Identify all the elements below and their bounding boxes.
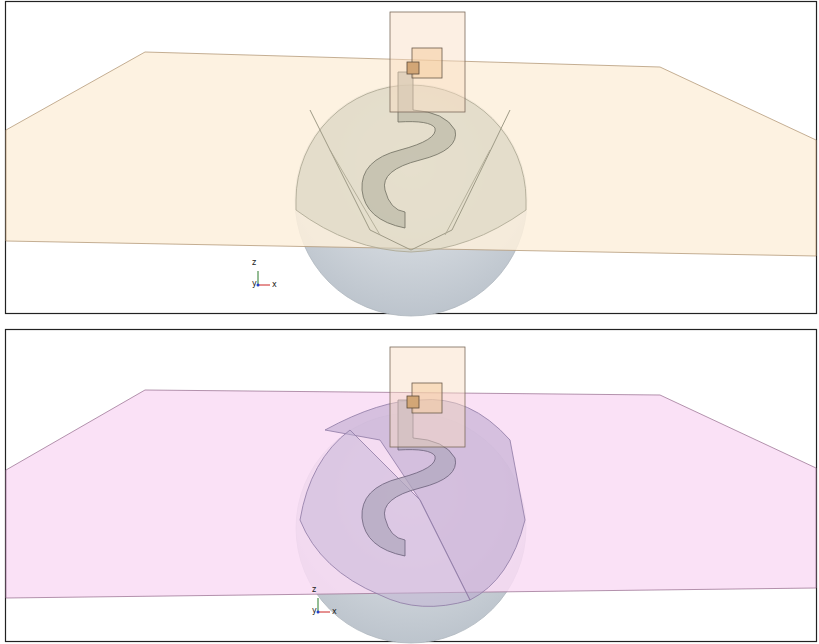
axis-label: y [252, 280, 257, 288]
axis-label: z [252, 259, 256, 267]
axis-triad [317, 598, 331, 614]
axis-label: y [312, 607, 317, 615]
axis-label: z [312, 586, 316, 594]
axis-triad [257, 271, 271, 287]
panel-top [6, 2, 817, 317]
panel-bottom [6, 330, 817, 644]
axis-label: x [272, 281, 277, 289]
axis-label: x [332, 608, 337, 616]
